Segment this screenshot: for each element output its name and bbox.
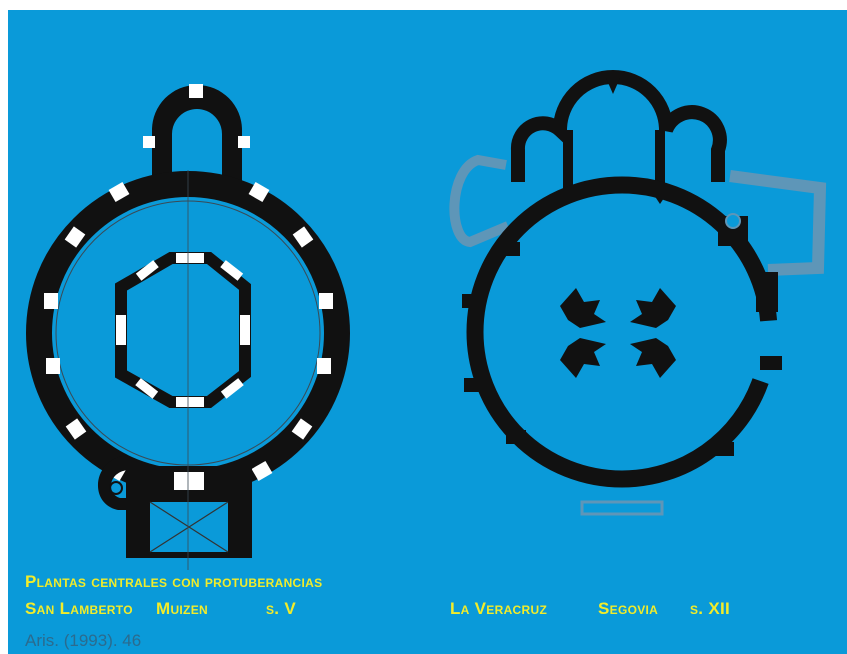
- buttress: [464, 378, 486, 392]
- octagon-openings: [116, 253, 250, 407]
- apse-opening: [143, 136, 155, 148]
- ring-window: [108, 181, 130, 203]
- plan-san-lamberto: [26, 84, 350, 570]
- room-cross: [149, 501, 229, 553]
- buttress: [714, 442, 734, 456]
- top-apse: [152, 85, 242, 192]
- octagon-opening: [135, 260, 159, 281]
- buttress: [500, 242, 520, 256]
- entrance-step: [580, 500, 664, 516]
- ring-window: [248, 181, 270, 203]
- pier: [560, 288, 606, 328]
- source-citation: Aris. (1993). 46: [25, 631, 142, 650]
- ring-window: [65, 418, 87, 440]
- stair-niche: [725, 213, 741, 229]
- apse-arcs: [510, 70, 727, 182]
- right-plan-place: Segovia: [598, 599, 659, 618]
- plan-la-veracruz: [449, 70, 827, 516]
- buttress: [756, 272, 778, 312]
- apse-pier-top: [606, 78, 620, 94]
- left-plan-place: Muizen: [156, 599, 208, 618]
- pier: [560, 338, 606, 378]
- buttress: [760, 356, 782, 370]
- octagon-opening: [135, 378, 159, 399]
- main-ring-wall: [466, 176, 778, 488]
- pier: [630, 338, 676, 378]
- octagon-opening: [176, 397, 204, 407]
- octagon-opening: [116, 315, 126, 345]
- north-annex: [449, 154, 510, 248]
- apse-opening: [189, 84, 203, 98]
- octagon-opening: [176, 253, 204, 263]
- ring-buttresses: [462, 216, 782, 456]
- octagon-opening: [220, 378, 244, 399]
- ring-window: [251, 460, 273, 482]
- floor-plans: [26, 70, 827, 570]
- pier: [630, 288, 676, 328]
- ring-window: [291, 418, 313, 440]
- octagon-opening: [240, 315, 250, 345]
- octagon-opening: [220, 260, 244, 281]
- right-plan-name: La Veracruz: [450, 599, 548, 618]
- left-plan-name: San Lamberto: [25, 599, 133, 618]
- entrance-opening: [174, 472, 204, 490]
- central-piers: [560, 288, 676, 378]
- east-annex: [729, 170, 827, 276]
- ring-window: [46, 358, 60, 374]
- left-plan-century: s. V: [266, 599, 296, 618]
- buttress: [506, 430, 526, 444]
- apse-opening: [238, 136, 250, 148]
- ring-window: [317, 358, 331, 374]
- figure-panel: Plantas centrales con protuberancias San…: [8, 10, 847, 654]
- stair-turret: [97, 455, 130, 510]
- stair-core: [109, 481, 123, 495]
- figure-title: Plantas centrales con protuberancias: [25, 572, 323, 591]
- right-plan-century: s. XII: [690, 599, 731, 618]
- ring-window: [319, 293, 333, 309]
- buttress: [462, 294, 484, 308]
- ring-window: [292, 226, 314, 248]
- ring-window: [64, 226, 86, 248]
- ring-window: [44, 293, 58, 309]
